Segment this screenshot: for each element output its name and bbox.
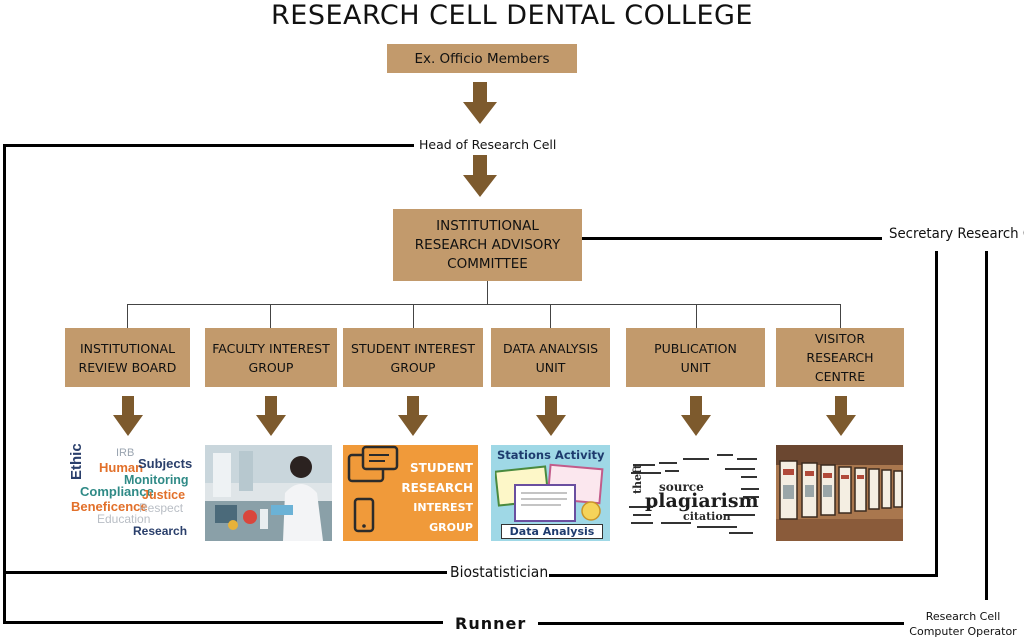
unit-box-institutional-review-board: INSTITUTIONAL REVIEW BOARD bbox=[65, 328, 190, 387]
committee-line-1: INSTITUTIONAL bbox=[436, 217, 539, 234]
down-arrow-icon bbox=[536, 396, 566, 436]
committee-line-3: COMMITTEE bbox=[447, 255, 528, 272]
tree-drop bbox=[127, 304, 128, 328]
operator-line-1: Research Cell bbox=[925, 610, 1001, 623]
secretary-label: Secretary Research Cell bbox=[889, 226, 1024, 242]
down-arrow-icon bbox=[681, 396, 711, 436]
runner-label: Runner bbox=[455, 614, 527, 633]
tree-drop bbox=[550, 304, 551, 328]
cloud-word: Compliance bbox=[80, 484, 154, 499]
tree-drop bbox=[413, 304, 414, 328]
unit-label-line-2: RESEARCH CENTRE bbox=[806, 350, 874, 384]
unit-box-faculty-interest-group: FACULTY INTEREST GROUP bbox=[205, 328, 337, 387]
student-interest-panel: STUDENT RESEARCH INTEREST GROUP bbox=[343, 445, 478, 541]
unit-box-student-interest-group: STUDENT INTEREST GROUP bbox=[343, 328, 483, 387]
plag-word: theft bbox=[631, 464, 644, 494]
plag-word: source bbox=[659, 480, 704, 494]
cloud-word: Subjects bbox=[138, 456, 193, 471]
unit-label-line-2: UNIT bbox=[535, 359, 566, 375]
cloud-word: Respect bbox=[139, 501, 184, 515]
plag-word-main: plagiarism bbox=[645, 490, 759, 512]
faculty-lab-photo bbox=[205, 445, 332, 541]
student-panel-line: RESEARCH bbox=[401, 481, 473, 495]
data-panel-bottom-text: Data Analysis bbox=[501, 524, 603, 539]
unit-box-publication-unit: PUBLICATION UNIT bbox=[626, 328, 765, 387]
down-arrow-icon bbox=[826, 396, 856, 436]
cloud-word: Beneficence bbox=[71, 499, 148, 514]
cloud-word: Monitoring bbox=[124, 473, 189, 487]
operator-line-2: Computer Operator bbox=[909, 625, 1017, 638]
left-vertical-connector bbox=[3, 144, 6, 624]
down-arrow-icon bbox=[398, 396, 428, 436]
head-connector-horizontal bbox=[3, 144, 414, 147]
down-arrow-icon bbox=[463, 82, 497, 124]
unit-label-line-1: PUBLICATION bbox=[654, 340, 737, 356]
runner-connector-left bbox=[3, 621, 443, 624]
tree-drop bbox=[696, 304, 697, 328]
computer-operator-label: Research Cell Computer Operator bbox=[902, 609, 1024, 639]
down-arrow-icon bbox=[256, 396, 286, 436]
unit-box-visitor-research-centre: VISITOR RESEARCH CENTRE bbox=[776, 328, 904, 387]
biostat-connector-left bbox=[3, 571, 447, 574]
cloud-word: IRB bbox=[116, 447, 135, 459]
biostat-connector-right bbox=[549, 574, 938, 577]
student-panel-line: INTEREST GROUP bbox=[413, 501, 473, 534]
diagram-title: RESEARCH CELL DENTAL COLLEGE bbox=[271, 0, 753, 31]
cloud-word: Human bbox=[99, 460, 144, 475]
small-words-texture bbox=[629, 454, 759, 534]
unit-label-line-2: GROUP bbox=[390, 359, 436, 375]
tree-drop bbox=[270, 304, 271, 328]
visitor-centre-photo bbox=[776, 445, 903, 541]
data-analysis-panel: Stations Activity Data Analysis bbox=[491, 445, 610, 541]
tree-stem bbox=[487, 281, 488, 305]
cloud-word: Ethics bbox=[68, 444, 85, 480]
runner-connector-right bbox=[538, 622, 904, 625]
secretary-vertical-2 bbox=[985, 251, 988, 600]
secretary-vertical-1 bbox=[935, 251, 938, 577]
down-arrow-icon bbox=[113, 396, 143, 436]
committee-box: INSTITUTIONAL RESEARCH ADVISORY COMMITTE… bbox=[393, 209, 582, 281]
unit-label-line-2: GROUP bbox=[248, 359, 294, 375]
unit-label-line-2: UNIT bbox=[680, 359, 711, 375]
tree-bar bbox=[127, 304, 841, 305]
cloud-word: Justice bbox=[142, 488, 186, 502]
biostatistician-label: Biostatistician bbox=[450, 563, 549, 581]
ethics-word-cloud: Ethics IRB Human Subjects Monitoring Com… bbox=[66, 444, 196, 540]
plag-word: citation bbox=[683, 510, 731, 523]
head-of-research-cell: Head of Research Cell bbox=[419, 137, 557, 152]
unit-label-line-2: REVIEW BOARD bbox=[78, 359, 177, 375]
tree-drop bbox=[840, 304, 841, 328]
cloud-word: Education bbox=[97, 512, 151, 526]
cloud-word: Research bbox=[133, 524, 188, 538]
student-panel-line: STUDENT bbox=[410, 461, 473, 475]
unit-label-line-1: VISITOR bbox=[814, 331, 866, 346]
unit-label-line-1: STUDENT INTEREST bbox=[351, 340, 475, 356]
secretary-connector bbox=[582, 237, 882, 240]
worksheet-cards-icon bbox=[495, 463, 604, 522]
plagiarism-word-cloud: theft source plagiarism citation bbox=[625, 440, 765, 540]
unit-box-data-analysis-unit: DATA ANALYSIS UNIT bbox=[491, 328, 610, 387]
ex-officio-label: Ex. Officio Members bbox=[414, 50, 550, 67]
chat-device-icon bbox=[347, 445, 399, 533]
ex-officio-box: Ex. Officio Members bbox=[387, 44, 577, 73]
student-panel-text: STUDENT RESEARCH INTEREST GROUP bbox=[387, 458, 477, 538]
down-arrow-icon bbox=[463, 155, 497, 197]
data-panel-top-text: Stations Activity bbox=[497, 448, 605, 462]
unit-label-line-1: INSTITUTIONAL bbox=[79, 340, 176, 356]
committee-line-2: RESEARCH ADVISORY bbox=[414, 236, 561, 253]
unit-label-line-1: FACULTY INTEREST bbox=[212, 340, 330, 356]
unit-label-line-1: DATA ANALYSIS bbox=[502, 340, 599, 356]
